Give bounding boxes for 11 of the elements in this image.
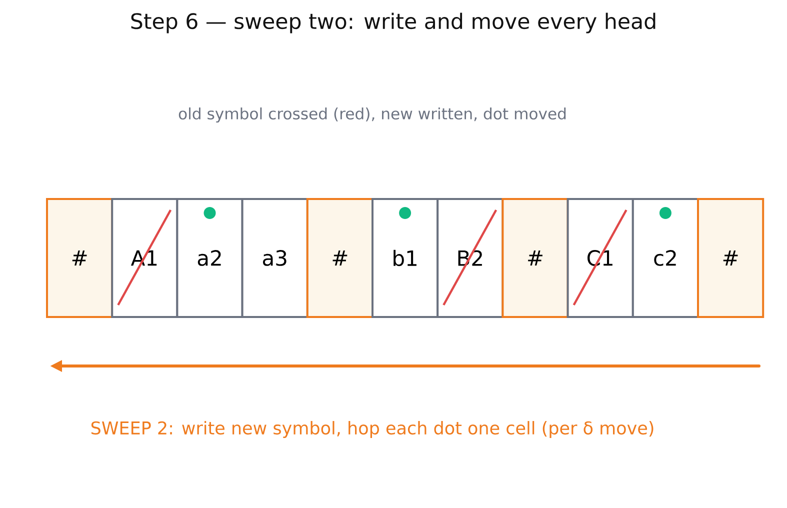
- title: Step 6 — sweep two: write and move every head: [131, 12, 656, 34]
- tape-cell: c2: [632, 198, 699, 318]
- boundary-cell: #: [502, 198, 569, 318]
- sweep-note: SWEEP 2: write new symbol, hop each dot one cell (per δ move): [91, 421, 654, 438]
- subtitle: old symbol crossed (red), new written, dot moved: [178, 107, 566, 123]
- tape-cell: a3: [241, 198, 308, 318]
- boundary-cell: #: [697, 198, 764, 318]
- tape-cell: b1: [372, 198, 439, 318]
- boundary-cell: #: [46, 198, 114, 318]
- tape-cell: a2: [176, 198, 244, 318]
- boundary-cell: #: [306, 198, 374, 318]
